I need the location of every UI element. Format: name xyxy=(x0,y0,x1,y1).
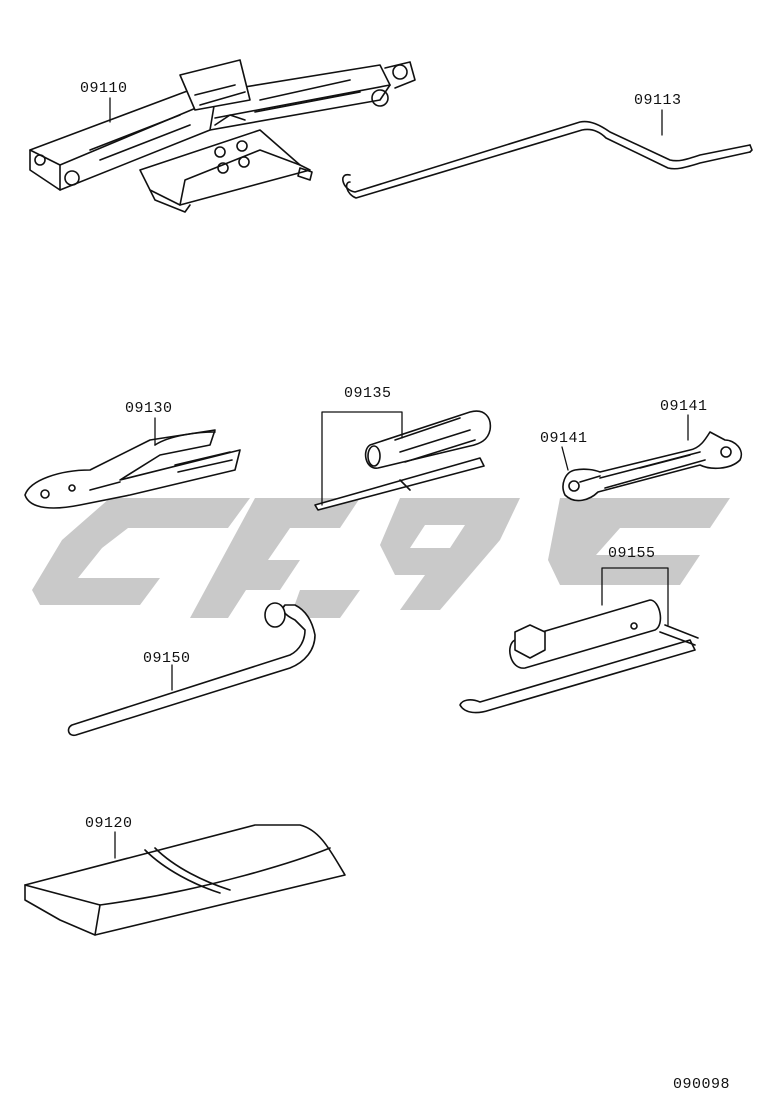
plug-wrench-and-bar xyxy=(459,599,699,714)
label-wrench-left: 09141 xyxy=(540,430,588,447)
label-wheel-wrench: 09150 xyxy=(143,650,191,667)
label-wrench-right: 09141 xyxy=(660,398,708,415)
label-pliers: 09130 xyxy=(125,400,173,417)
jack-handle-rod xyxy=(342,120,753,199)
double-end-wrenches xyxy=(562,431,743,502)
figure-code: 090098 xyxy=(673,1076,731,1093)
pliers xyxy=(24,429,241,509)
label-jack: 09110 xyxy=(80,80,128,97)
label-screwdriver: 09135 xyxy=(344,385,392,402)
label-jack-handle: 09113 xyxy=(634,92,682,109)
watermark-logo xyxy=(32,498,730,618)
leader-lines xyxy=(109,97,689,859)
label-tool-bag: 09120 xyxy=(85,815,133,832)
wheel-nut-wrench xyxy=(67,602,316,737)
tool-bag xyxy=(24,824,346,936)
screwdriver xyxy=(314,410,492,511)
label-plug-wrench: 09155 xyxy=(608,545,656,562)
scissor-jack xyxy=(29,59,416,213)
